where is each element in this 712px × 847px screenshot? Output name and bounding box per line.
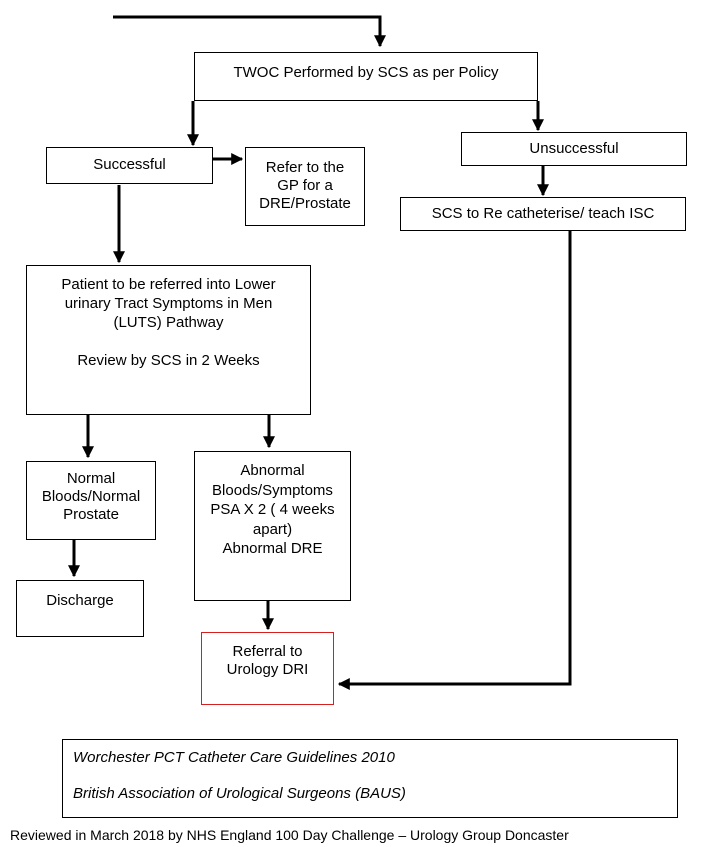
abnormal-line-3: PSA X 2 ( 4 weeks	[210, 501, 335, 518]
normal-box: Normal Bloods/Normal Prostate	[26, 461, 156, 540]
luts-line-3: (LUTS) Pathway	[113, 314, 224, 331]
normal-line-2: Bloods/Normal	[41, 488, 141, 505]
references-box: Worchester PCT Catheter Care Guidelines …	[62, 739, 678, 818]
recatheterise-label: SCS to Re catheterise/ teach ISC	[431, 205, 655, 222]
refer-gp-box: Refer to the GP for a DRE/Prostate	[245, 147, 365, 226]
referral-box: Referral to Urology DRI	[201, 632, 334, 705]
abnormal-line-4: apart)	[252, 520, 293, 538]
refer-gp-line-2: GP for a	[277, 177, 333, 194]
discharge-label: Discharge	[46, 592, 114, 609]
referral-line-1: Referral to	[232, 643, 303, 660]
luts-line-5: Review by SCS in 2 Weeks	[77, 352, 260, 369]
refer-gp-line-1: Refer to the	[265, 159, 345, 176]
luts-pathway-box: Patient to be referred into Lower urinar…	[26, 265, 311, 415]
abnormal-box: Abnormal Bloods/Symptoms PSA X 2 ( 4 wee…	[194, 451, 351, 601]
successful-label: Successful	[93, 156, 166, 173]
luts-line-1: Patient to be referred into Lower	[61, 276, 276, 293]
twoc-label: TWOC Performed by SCS as per Policy	[233, 64, 499, 81]
reference-baus: British Association of Urological Surgeo…	[73, 785, 406, 802]
luts-line-2: urinary Tract Symptoms in Men	[64, 295, 273, 312]
refer-gp-line-3: DRE/Prostate	[259, 195, 351, 212]
unsuccessful-box: Unsuccessful	[461, 132, 687, 166]
review-footer: Reviewed in March 2018 by NHS England 10…	[10, 827, 569, 843]
recatheterise-box: SCS to Re catheterise/ teach ISC	[400, 197, 686, 231]
normal-line-3: Prostate	[63, 506, 119, 523]
abnormal-line-1: Abnormal	[240, 462, 305, 479]
unsuccessful-label: Unsuccessful	[529, 140, 619, 157]
normal-line-1: Normal	[66, 470, 116, 487]
referral-line-2: Urology DRI	[226, 661, 309, 678]
successful-box: Successful	[46, 147, 213, 184]
arrow-entry-to-twoc	[113, 15, 386, 48]
twoc-box: TWOC Performed by SCS as per Policy	[194, 52, 538, 101]
abnormal-line-2: Bloods/Symptoms	[212, 481, 333, 499]
arrow-recatheterise-to-referral	[337, 231, 572, 690]
abnormal-line-5: Abnormal DRE	[222, 540, 323, 557]
discharge-box: Discharge	[16, 580, 144, 637]
reference-worchester: Worchester PCT Catheter Care Guidelines …	[73, 749, 395, 766]
luts-line-4	[27, 332, 310, 351]
